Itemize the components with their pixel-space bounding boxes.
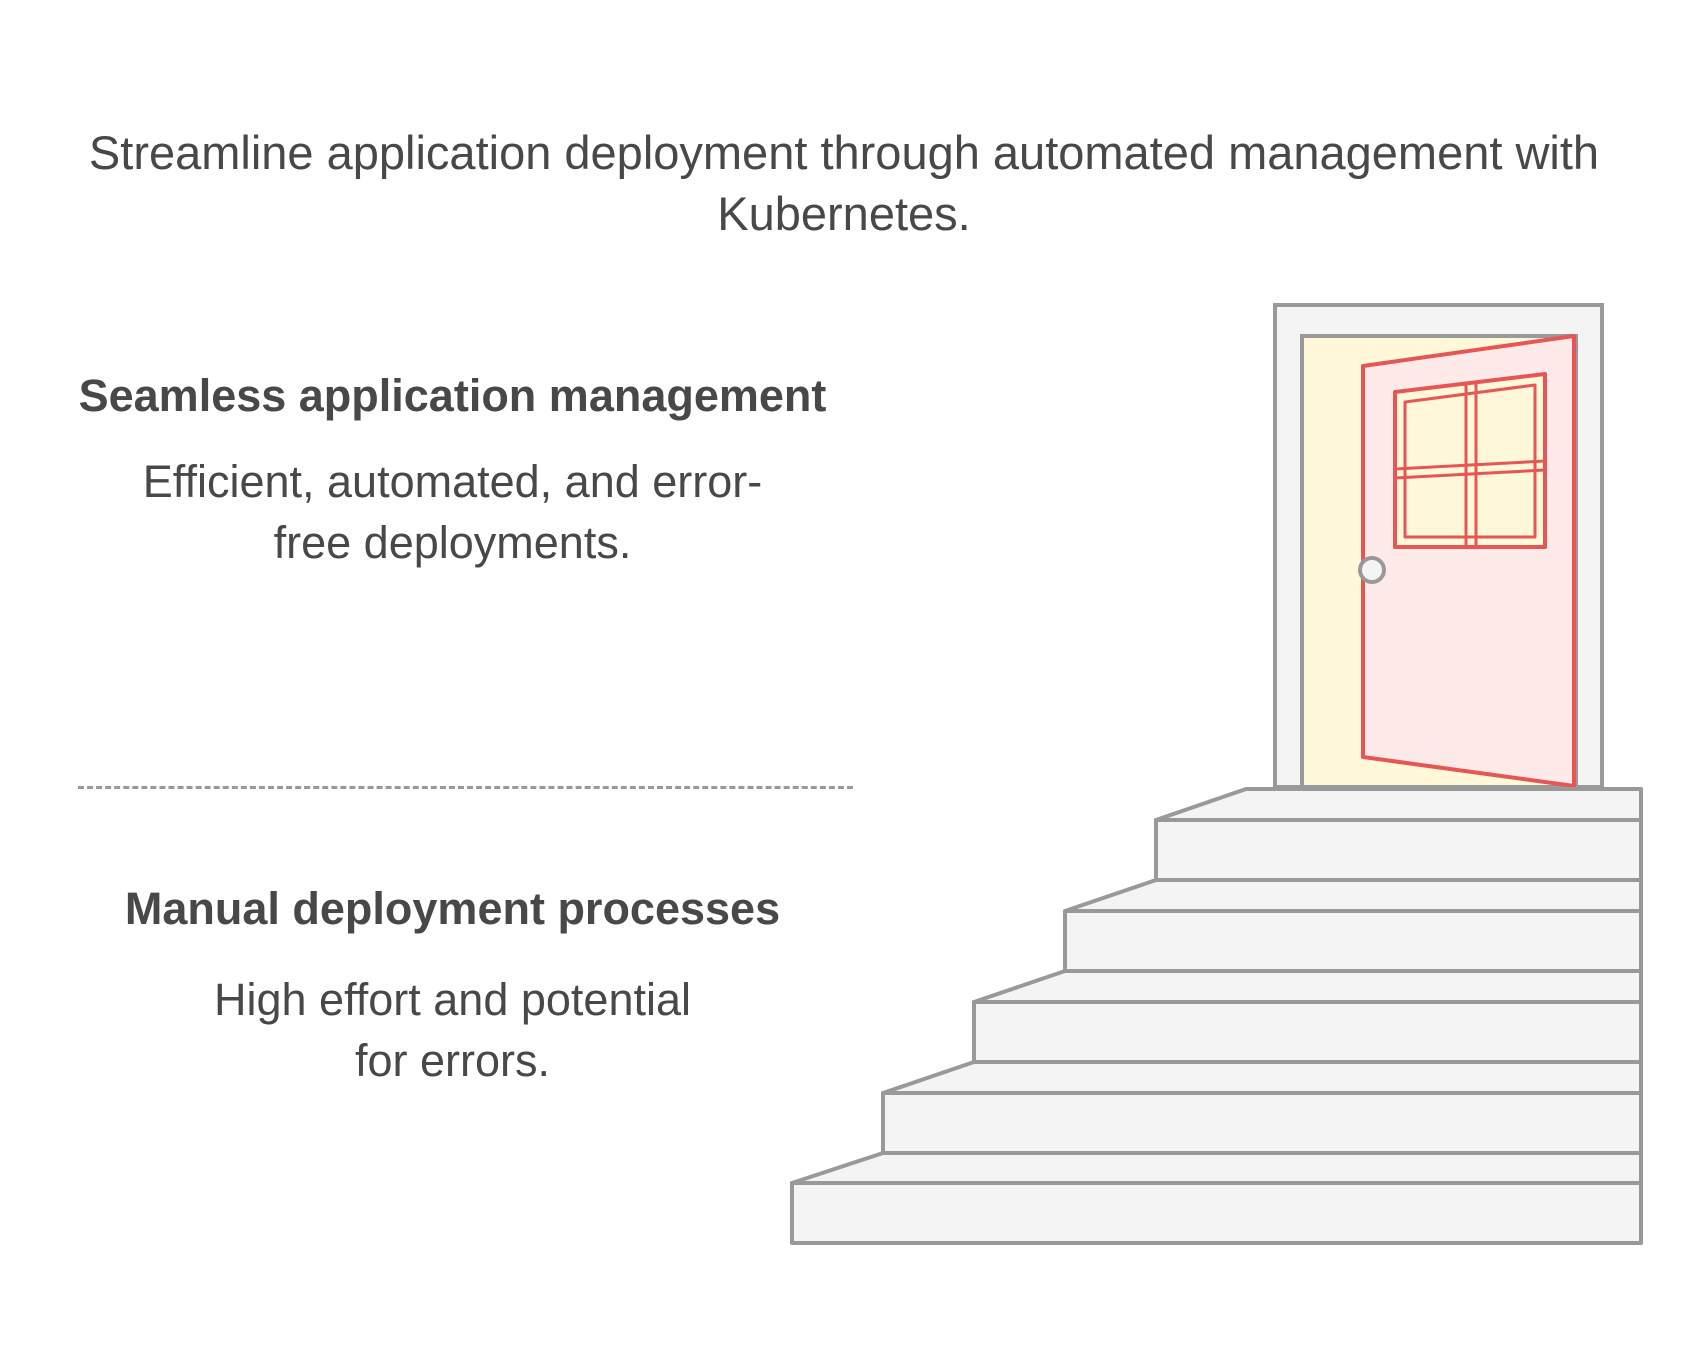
section-heading: Seamless application management [78,370,827,421]
section-seamless-management: Seamless application management Efficien… [75,365,830,573]
staircase-icon [790,787,1643,1245]
stair-riser [1154,818,1643,882]
stair-riser [1063,909,1643,973]
stair-riser [972,1000,1643,1064]
door-window-inner [1403,383,1537,539]
diagram-title: Streamline application deployment throug… [88,126,1600,240]
section-heading: Manual deployment processes [124,883,781,934]
stair-tread [881,1060,1643,1095]
stair-riser [790,1181,1643,1245]
door-window [1393,372,1547,549]
open-door-icon [1273,303,1604,789]
stair-tread [1063,878,1643,913]
section-description: High effort and potential for errors. [213,974,691,1086]
stair-tread [1154,787,1643,822]
dashed-divider [78,786,853,789]
section-manual-deployment: Manual deployment processes High effort … [75,878,830,1091]
window-mullion-horizontal-a [1394,459,1546,471]
stair-tread [790,1151,1643,1185]
section-description: Efficient, automated, and error-free dep… [142,456,763,568]
stair-tread [972,969,1643,1004]
door-knob [1358,556,1386,584]
window-mullion-horizontal-b [1394,468,1546,480]
stair-riser [881,1091,1643,1155]
